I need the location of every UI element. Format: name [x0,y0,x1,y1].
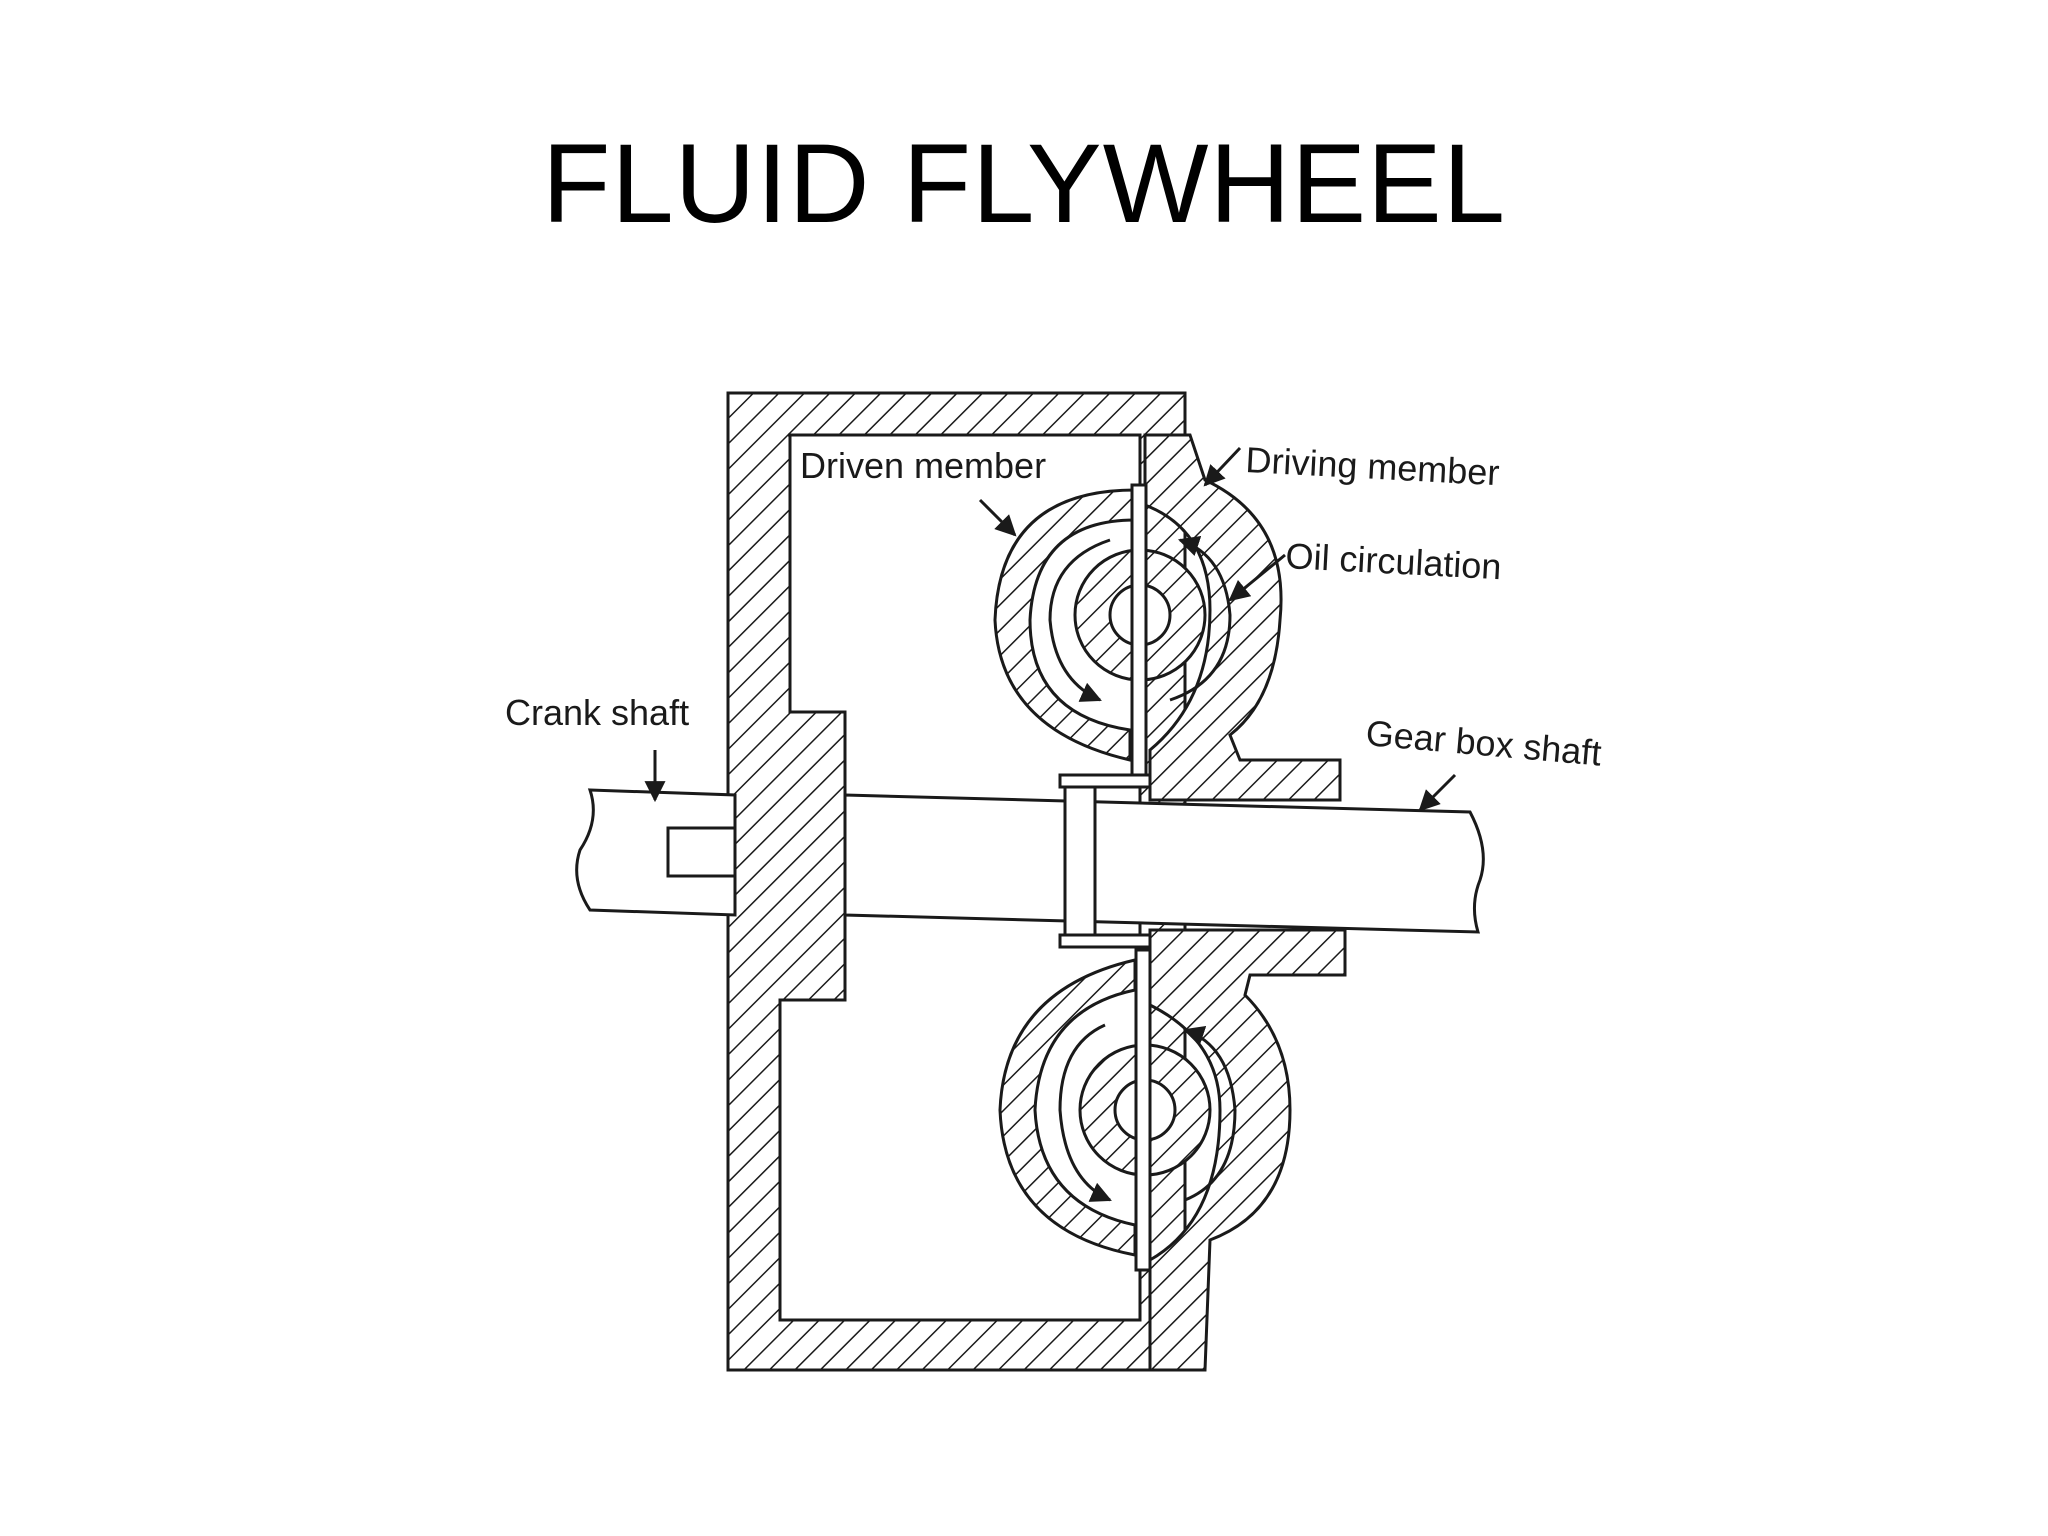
oil-flow-arrow-lower-right [1183,1026,1237,1202]
oil-flow-arrow-lower-left [1058,1023,1112,1202]
slide-title: FLUID FLYWHEEL [541,121,1507,246]
gear-box-shaft-label: Gear box shaft [1364,712,1603,773]
gear-box-shaft-pointer [1418,773,1457,812]
driven-member-pointer [978,498,1017,537]
oil-flow-arrow-upper-left [1048,538,1111,702]
driven-member-label: Driven member [800,445,1046,486]
oil-circulation-pointer [1228,553,1286,602]
crank-shaft [575,788,737,917]
divider-plate-upper [1130,483,1148,787]
oil-flow-arrow-upper-right [1169,536,1232,702]
coupling-flange [1063,778,1097,942]
coupling-bolt-top [1058,773,1152,789]
oil-circulation-label: Oil circulation [1285,535,1503,587]
crank-shaft-key [666,826,737,878]
driving-member-upper [1143,433,1342,802]
coupling-bolt-bottom [1058,933,1152,949]
driven-runner-upper [993,488,1137,762]
driving-member-pointer [1203,446,1242,487]
driving-member-label: Driving member [1245,439,1501,493]
gear-box-shaft [843,793,1485,934]
divider-plate-lower [1134,948,1152,1272]
crank-shaft-label: Crank shaft [505,692,689,733]
